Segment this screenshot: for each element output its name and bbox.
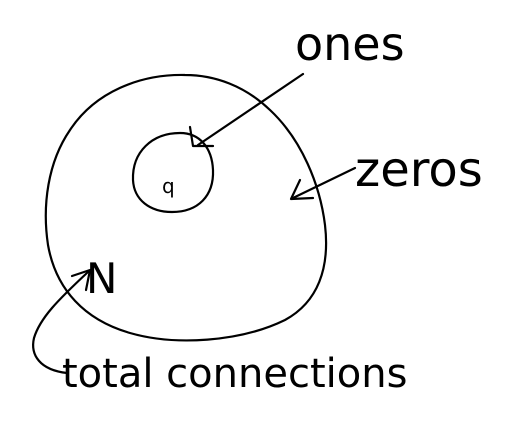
ones-label: ones xyxy=(295,17,405,71)
outer-symbol-label: N xyxy=(86,254,117,303)
zeros-arrow xyxy=(291,166,357,200)
zeros-label: zeros xyxy=(355,142,483,198)
total-arrowhead xyxy=(70,268,92,292)
inner-value-label: q xyxy=(162,174,175,198)
total-connections-label: total connections xyxy=(62,351,407,397)
ones-arrowhead xyxy=(188,125,215,148)
zeros-arrowhead xyxy=(289,178,315,201)
inner-circle xyxy=(131,131,215,214)
outer-circle xyxy=(44,73,328,342)
total-arrow xyxy=(32,270,90,375)
ones-arrow xyxy=(196,72,305,147)
